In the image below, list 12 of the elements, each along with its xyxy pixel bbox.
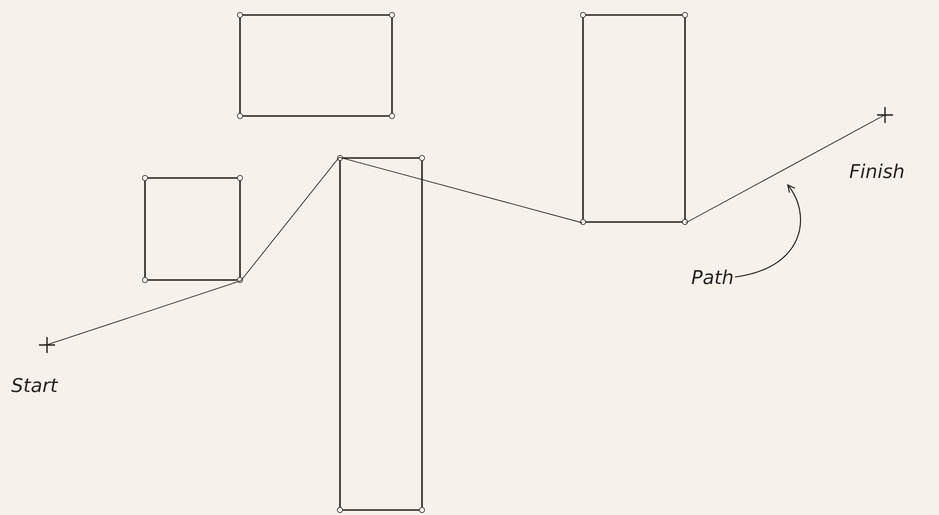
obstacle-box	[580, 12, 688, 225]
path-segment	[240, 156, 340, 282]
obstacle-box	[237, 12, 395, 119]
path-segment	[685, 114, 886, 224]
path-segment	[46, 280, 242, 346]
cross-mark-label: Finish	[850, 106, 904, 178]
path-segment	[338, 156, 583, 224]
cross-mark-label: Start	[11, 336, 58, 392]
obstacle-box	[142, 175, 243, 283]
leader-arrow	[734, 184, 802, 278]
obstacle-box	[337, 155, 425, 513]
callout-label: Path	[692, 270, 732, 284]
